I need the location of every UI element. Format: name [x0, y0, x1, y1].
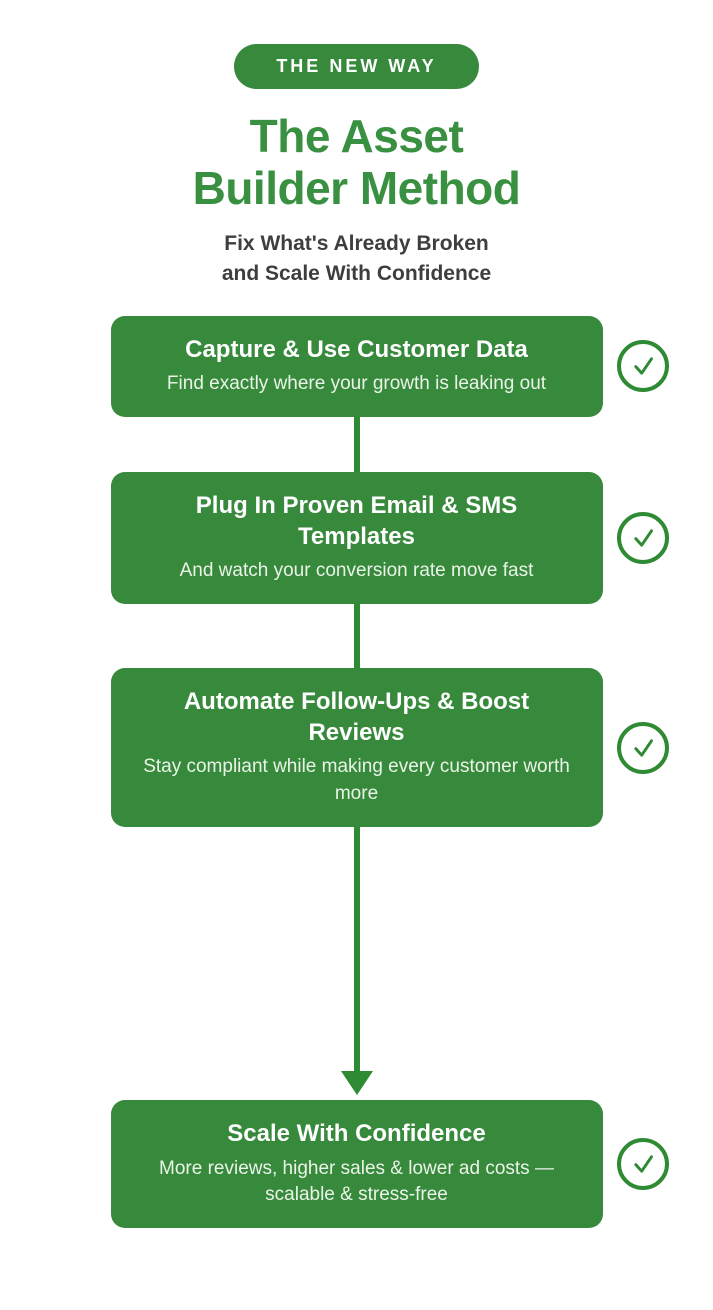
- connector-line-2: [353, 604, 360, 668]
- step-card-scale-confidence: Scale With Confidence More reviews, high…: [110, 1100, 603, 1229]
- page-subtitle-line2: and Scale With Confidence: [221, 261, 492, 285]
- page-subtitle-line1: Fix What's Already Broken: [224, 231, 489, 255]
- step-title: Scale With Confidence: [227, 1120, 486, 1148]
- down-arrow-connector: [340, 827, 373, 1100]
- step-card-email-sms-templates: Plug In Proven Email & SMS Templates And…: [110, 471, 603, 604]
- connector-line-1: [353, 416, 360, 472]
- check-circle-icon: [617, 1138, 669, 1191]
- step-card-automate-followups: Automate Follow-Ups & Boost Reviews Stay…: [110, 668, 603, 828]
- step-description: More reviews, higher sales & lower ad co…: [159, 1157, 554, 1206]
- page-title-line2: Builder Method: [192, 162, 521, 215]
- step-description: Find exactly where your growth is leakin…: [166, 372, 547, 394]
- page-subtitle: Fix What's Already Broken and Scale With…: [222, 229, 491, 289]
- step-row-scale-confidence: Scale With Confidence More reviews, high…: [0, 1100, 713, 1229]
- step-description: And watch your conversion rate move fast: [179, 560, 534, 582]
- step-row-automate-followups: Automate Follow-Ups & Boost Reviews Stay…: [0, 668, 713, 828]
- content-column: THE NEW WAY The Asset Builder Method Fix…: [0, 44, 713, 1229]
- check-circle-icon: [617, 721, 669, 774]
- new-way-badge: THE NEW WAY: [234, 44, 479, 89]
- step-row-email-sms-templates: Plug In Proven Email & SMS Templates And…: [0, 471, 713, 604]
- step-description: Stay compliant while making every custom…: [143, 756, 570, 805]
- step-card-capture-data: Capture & Use Customer Data Find exactly…: [110, 315, 603, 417]
- step-title: Capture & Use Customer Data: [185, 335, 528, 363]
- step-title: Plug In Proven Email & SMS Templates: [195, 491, 518, 550]
- check-circle-icon: [617, 511, 669, 564]
- step-title: Automate Follow-Ups & Boost Reviews: [183, 688, 530, 747]
- down-arrow-shaft: [353, 827, 360, 1072]
- check-circle-icon: [617, 340, 669, 393]
- down-arrow-icon: [340, 1071, 373, 1096]
- page-title: The Asset Builder Method: [193, 110, 521, 215]
- step-row-capture-data: Capture & Use Customer Data Find exactly…: [0, 315, 713, 417]
- method-flow: Capture & Use Customer Data Find exactly…: [0, 315, 713, 1229]
- page-title-line1: The Asset: [249, 110, 464, 162]
